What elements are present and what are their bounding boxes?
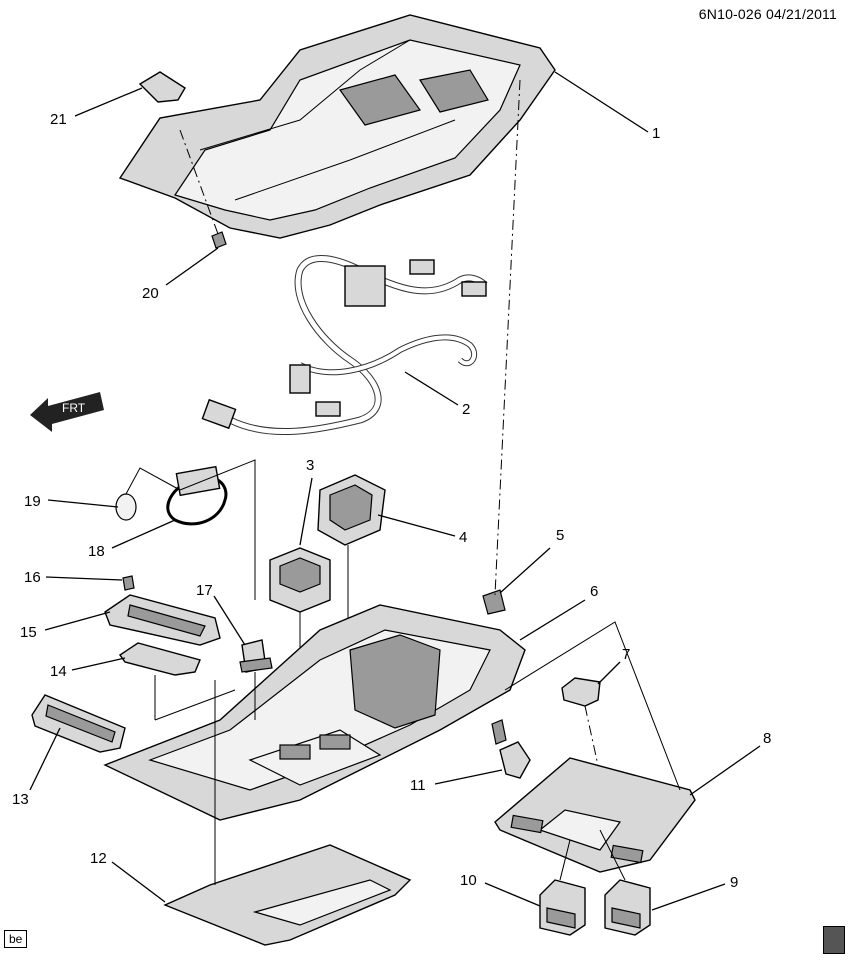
direction-label: FRT [62,401,86,415]
part-21-bracket [138,71,186,103]
callout-11: 11 [410,777,426,794]
callout-13: 13 [12,791,29,808]
callout-labels: 1 2 3 4 5 6 7 8 9 10 11 12 13 14 15 16 1… [12,111,771,891]
part-3-switch [269,547,331,660]
callout-16: 16 [24,569,41,586]
callout-21: 21 [50,111,67,128]
part-18-socket-harness [166,459,256,600]
callout-9: 9 [730,874,738,891]
callout-5: 5 [556,527,564,544]
part-6-console-housing [103,604,526,821]
callout-2: 2 [462,401,470,418]
callout-18: 18 [88,543,105,560]
part-17-socket [239,639,273,720]
callout-4: 4 [459,529,467,546]
part-19-bulb [115,467,181,521]
part-11-connector [491,719,531,779]
callout-3: 3 [306,457,314,474]
callout-17: 17 [196,582,213,599]
part-12-trim-cover [163,680,412,946]
callout-20: 20 [142,285,159,302]
callout-6: 6 [590,583,598,600]
part-13-control-module [31,694,126,753]
callout-12: 12 [90,850,107,867]
callout-7: 7 [622,646,630,663]
footer-tag: be [4,930,28,948]
part-14-lamp-module [119,642,236,721]
part-5-clip [482,79,521,615]
part-7-lens [561,677,611,821]
part-8-bezel [494,621,696,873]
leader-lines [29,71,761,911]
part-15-lamp-housing [104,594,221,646]
part-2-wiring-harness [201,254,488,436]
callout-15: 15 [20,624,37,641]
callout-10: 10 [460,872,477,889]
diagram-reference-date: 6N10-026 04/21/2011 [698,6,837,22]
part-9-switch [599,829,651,936]
part-16-screw [122,575,135,591]
part-10-switch [539,839,586,936]
part-20-screw [179,129,227,249]
part-4-switch [317,474,386,640]
gm-spo-logo [823,926,845,954]
callout-19: 19 [24,493,41,510]
callout-14: 14 [50,663,67,680]
callout-8: 8 [763,730,771,747]
part-1-console-frame [118,14,556,239]
callout-1: 1 [652,125,660,142]
front-direction-arrow: FRT [30,392,104,432]
